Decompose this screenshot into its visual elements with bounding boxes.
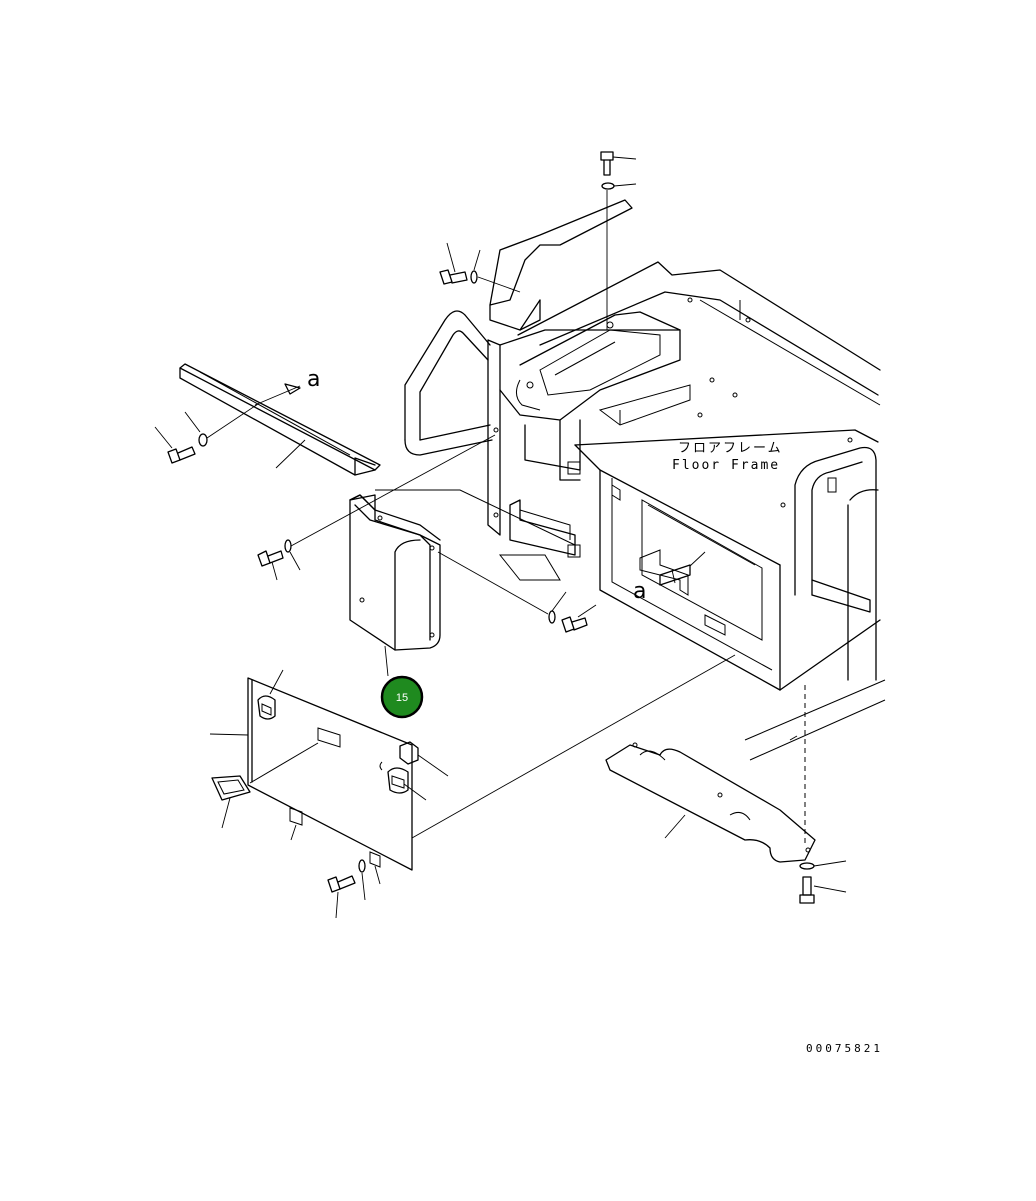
bolt-bottom-panel — [327, 859, 366, 919]
reference-a-bottom: a — [633, 579, 646, 604]
floor-frame — [517, 261, 881, 691]
drawing-code: 00075821 — [806, 1042, 883, 1055]
top-cover-plate — [489, 199, 633, 331]
part-15-cover-bracket — [349, 489, 576, 677]
floor-frame-clip — [659, 551, 706, 586]
side-rail-bracket — [179, 363, 381, 476]
panel-nut — [399, 741, 449, 777]
floor-frame-label-jp: フロアフレーム — [678, 441, 783, 456]
bolt-bracket-left — [257, 434, 496, 581]
console-frame — [487, 311, 691, 581]
panel-latch — [211, 775, 251, 829]
top-bolt — [600, 151, 637, 330]
callout-15[interactable]: 15 — [380, 675, 424, 719]
bolt-bracket-right — [437, 551, 597, 633]
floor-frame-label-en: Floor Frame — [672, 458, 780, 473]
bolt-upper-left — [439, 242, 521, 293]
front-access-panel — [209, 654, 736, 885]
callout-15-number: 15 — [396, 692, 408, 704]
left-handrail — [404, 310, 493, 456]
reference-a-top: a — [307, 367, 320, 392]
under-plate — [605, 679, 886, 863]
right-handrail — [794, 446, 879, 681]
bolt-far-left — [154, 411, 208, 464]
bolt-bottom-right — [799, 860, 847, 904]
